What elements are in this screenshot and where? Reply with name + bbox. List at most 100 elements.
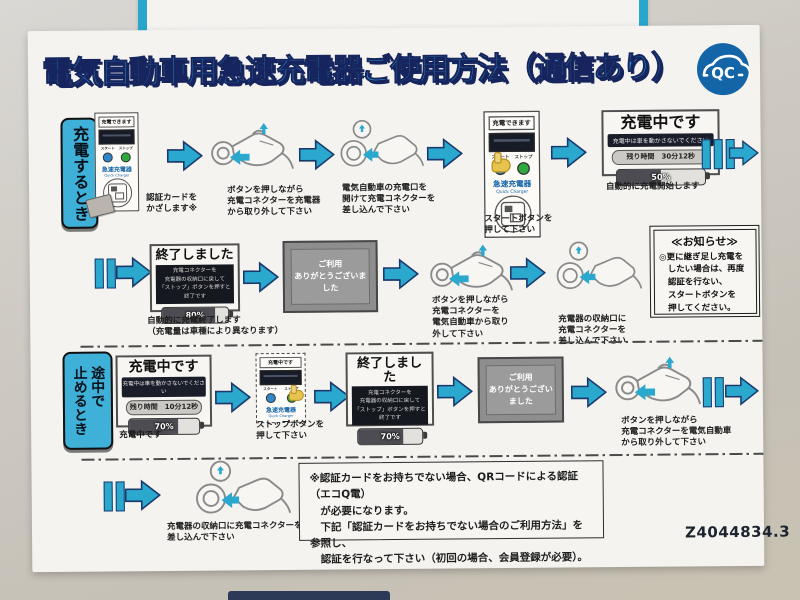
charger-screen — [488, 131, 535, 152]
thanks-text: ご利用 ありがとうございました — [485, 364, 557, 416]
step-caption: ストップボタンを 押して下さい — [256, 419, 325, 442]
charger-name-jp: 急速充電器 — [265, 406, 296, 414]
flow-arrow-icon — [124, 480, 161, 511]
connector-insert-charger-graphic — [556, 240, 643, 290]
charger-name-en: Quick Charger — [496, 188, 529, 194]
start-label: スタート — [100, 146, 115, 151]
stop-button-icon — [120, 152, 131, 163]
start-button-icon — [102, 152, 113, 163]
flow-continue-icon — [702, 377, 724, 408]
sign-title: 電気自動車用急速充電器ご使用方法（通信あり） — [41, 49, 681, 92]
qc-car-icon: QC — [696, 42, 752, 96]
step-caption: ボタンを押しながら 充電コネクターを充電器 から取り外して下さい — [227, 184, 321, 218]
start-button-icon — [265, 393, 276, 404]
display-thanks: ご利用 ありがとうございました — [477, 356, 565, 424]
flow-arrow-icon — [382, 259, 419, 289]
continue-bar — [94, 258, 104, 289]
flow-arrow-icon — [426, 138, 463, 169]
charger-name-en: Quick Charger — [268, 413, 294, 418]
connector-insert-car-graphic — [340, 119, 425, 168]
quick-charger-card-graphic: 充電できます スタートストップ 急速充電器 Quick Charger — [85, 112, 140, 219]
flow-arrow-icon — [728, 140, 759, 166]
connector-remove-graphic — [210, 121, 294, 171]
notice-body: ◎更に継ぎ足し充電を したい場合は、再度 認証を行ない、 スタートボタンを 押し… — [659, 251, 745, 314]
step-caption: 充電器の収納口に充電コネクターを 差し込んで下さい — [166, 520, 303, 544]
display-charging-70: 充電中です 充電中は車を動かさないでください 残り時間 10分12秒 70% — [115, 354, 213, 436]
stop-label: ストップ — [118, 146, 133, 151]
flow-arrow-icon — [436, 376, 473, 407]
lower-sign-edge — [228, 591, 390, 600]
auth-notes-box: ※認証カードをお持ちでない場合、QRコードによる認証（エコQ電） が必要になりま… — [298, 460, 605, 566]
flow-arrow-icon — [570, 377, 607, 408]
notice-box: ≪お知らせ≫ ◎更に継ぎ足し充電を したい場合は、再度 認証を行ない、 スタート… — [649, 224, 761, 318]
display-title: 終了しました — [356, 355, 423, 385]
step-caption: スタートボタンを 押して下さい — [484, 213, 553, 236]
instruction-sign: 電気自動車用急速充電器ご使用方法（通信あり） QC 充電するとき 充電できます … — [27, 24, 790, 573]
step-caption: 自動的に充電終了します （充電量は車種により異なります） — [147, 315, 284, 338]
display-title: 終了しました — [155, 247, 234, 264]
stop-button-icon — [517, 162, 531, 175]
display-finished-70: 終了しました 充電コネクターを 充電器の収納口に戻して 「ストップ」ボタンを押す… — [345, 351, 435, 446]
tab-stop-midway: 途中で 止めるとき — [62, 351, 114, 450]
section-divider — [80, 339, 763, 348]
flow-arrow-icon — [166, 140, 203, 171]
flow-arrow-icon — [242, 262, 279, 293]
display-title: 充電中です — [128, 358, 199, 376]
display-title: 充電中です — [620, 112, 701, 133]
flow-arrow-icon — [214, 382, 251, 413]
continue-bar — [106, 258, 116, 289]
flow-arrow-icon — [115, 257, 152, 288]
step-caption: 自動的に充電開始します — [605, 181, 700, 193]
battery-gauge: 70% — [357, 428, 424, 446]
charger-screen-label: 充電中です — [259, 356, 302, 369]
continue-bar — [714, 377, 724, 408]
charger-screen — [259, 369, 302, 385]
continue-bar — [103, 481, 113, 512]
display-finished-80: 終了しました 充電コネクターを 充電器の収納口に戻して 「ストップ」ボタンを押す… — [149, 243, 241, 324]
connector-insert-charger-graphic — [195, 460, 292, 515]
charger-name-en: Quick Charger — [104, 172, 130, 178]
flow-arrow-icon — [313, 381, 350, 412]
connector-remove-graphic — [615, 355, 701, 406]
display-remaining-time: 残り時間 10分12秒 — [125, 399, 203, 416]
flow-continue-icon — [94, 258, 116, 289]
display-warning: 充電中は車を動かさないでください — [121, 376, 206, 398]
display-remaining-time: 残り時間 30分12秒 — [611, 149, 710, 165]
charger-name-jp: 急速充電器 — [492, 179, 532, 189]
step-caption: ボタンを押しながら 充電コネクターを電気自動車 から取り外して下さい — [621, 415, 732, 449]
part-number: Z4044834.3 — [684, 522, 791, 542]
stop-label: ストップ — [514, 154, 533, 160]
step-caption: ボタンを押しながら 充電コネクターを 電気自動車から取り 外して下さい — [431, 295, 509, 340]
flow-arrow-icon — [724, 376, 759, 406]
display-thanks: ご利用 ありがとうございました — [282, 240, 379, 313]
notice-title: ≪お知らせ≫ — [671, 234, 738, 249]
flow-arrow-icon — [509, 257, 546, 288]
step-caption: 充電中です — [119, 430, 162, 441]
qc-icon-text: QC — [711, 64, 735, 82]
charger-screen-label: 充電できます — [488, 115, 535, 131]
display-message: 充電コネクターを 充電器の収納口に戻して 「ストップ」ボタンを押すと 終了です — [351, 386, 429, 426]
continue-bar — [713, 139, 723, 170]
charger-name-jp: 急速充電器 — [101, 165, 132, 174]
continue-bar — [115, 481, 125, 512]
hand-press-icon — [288, 389, 304, 401]
step-caption: 電気自動車の充電口を 開けて充電コネクターを 差し込んで下さい — [341, 182, 436, 216]
step-caption: 認証カードを かざします※ — [146, 192, 198, 215]
continue-bar — [702, 377, 712, 408]
continue-bar — [701, 139, 711, 170]
hand-press-icon — [491, 158, 511, 173]
notice-inner: ≪お知らせ≫ ◎更に継ぎ足し充電を したい場合は、再度 認証を行ない、 スタート… — [652, 228, 757, 315]
display-message: 充電コネクターを 充電器の収納口に戻して 「ストップ」ボタンを押すと 終了です — [155, 264, 235, 304]
start-label: スタート — [263, 387, 278, 392]
battery-percent: 70% — [380, 432, 400, 442]
charger-screen — [98, 128, 135, 145]
flow-arrow-icon — [298, 139, 335, 170]
display-warning: 充電中は車を動かさないでください — [607, 133, 714, 147]
thanks-text: ご利用 ありがとうございました — [290, 248, 371, 305]
connector-remove-graphic — [430, 243, 513, 292]
flow-arrow-icon — [550, 137, 587, 168]
charger-screen-label: 充電できます — [98, 116, 135, 128]
section-divider — [81, 452, 764, 461]
flow-continue-icon — [103, 481, 125, 512]
